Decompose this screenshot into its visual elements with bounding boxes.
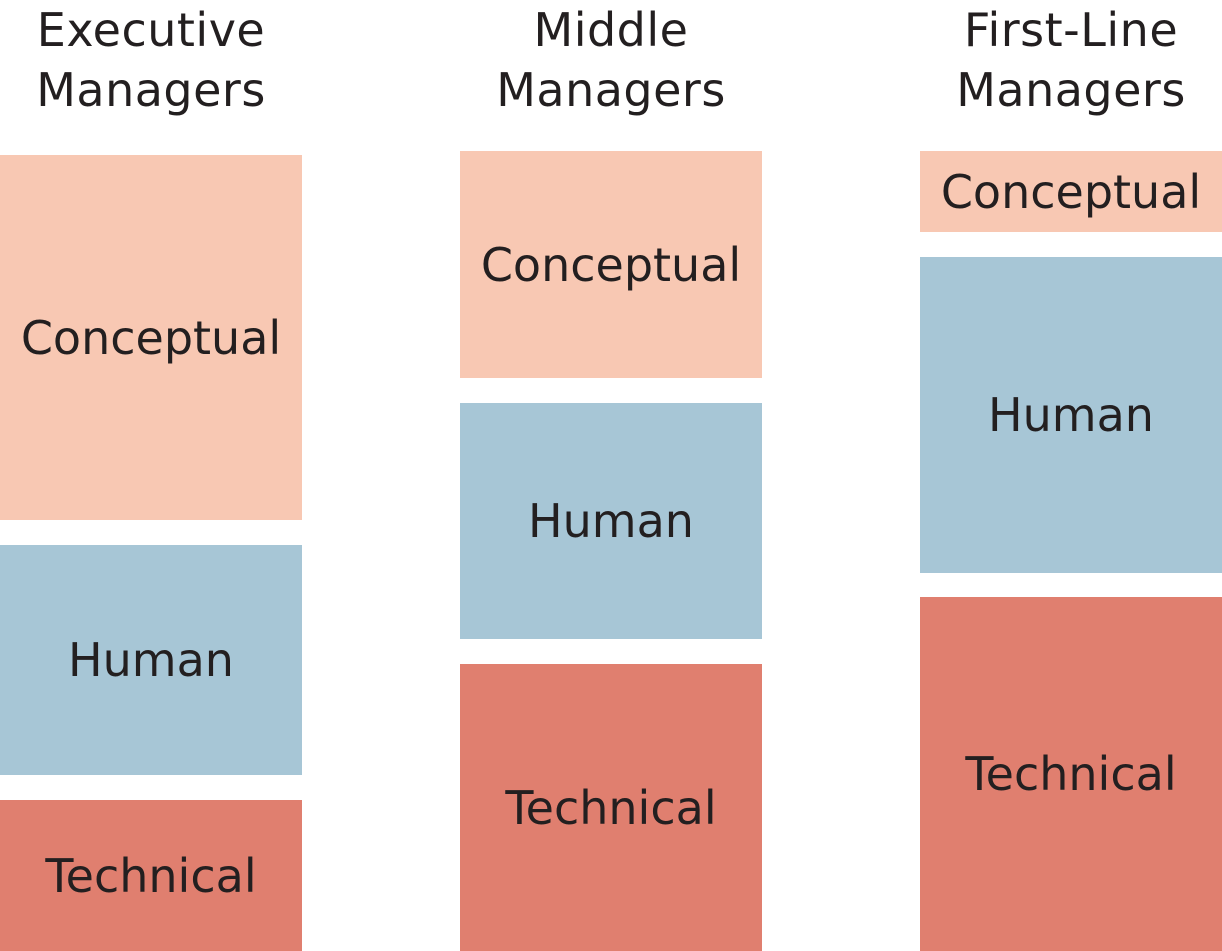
column-title-executive-managers: Executive Managers — [0, 0, 302, 120]
technical-label: Technical — [505, 780, 717, 835]
column-title-line-1: Middle — [533, 3, 689, 57]
technical-skills-block: Technical — [460, 664, 762, 951]
conceptual-skills-block: Conceptual — [0, 155, 302, 520]
human-label: Human — [528, 494, 694, 548]
conceptual-skills-block: Conceptual — [460, 151, 762, 378]
column-first-line-managers: First-Line Managers Conceptual Human Tec… — [920, 0, 1222, 951]
human-skills-block: Human — [460, 403, 762, 639]
column-title-middle-managers: Middle Managers — [460, 0, 762, 120]
conceptual-label: Conceptual — [480, 237, 742, 292]
column-executive-managers: Executive Managers Conceptual Human Tech… — [0, 0, 302, 951]
conceptual-skills-block: Conceptual — [920, 151, 1222, 232]
technical-skills-block: Technical — [0, 800, 302, 951]
conceptual-label: Conceptual — [20, 310, 282, 365]
technical-skills-block: Technical — [920, 597, 1222, 951]
column-title-line-2: Managers — [496, 63, 726, 117]
column-title-line-2: Managers — [36, 63, 266, 117]
column-title-line-1: Executive — [36, 3, 266, 57]
column-title-line-1: First-Line — [963, 3, 1179, 57]
human-label: Human — [988, 388, 1154, 442]
conceptual-label: Conceptual — [940, 164, 1202, 219]
column-title-line-2: Managers — [956, 63, 1186, 117]
human-label: Human — [68, 633, 234, 687]
human-skills-block: Human — [920, 257, 1222, 573]
column-middle-managers: Middle Managers Conceptual Human Technic… — [460, 0, 762, 951]
column-title-first-line-managers: First-Line Managers — [920, 0, 1222, 120]
technical-label: Technical — [965, 747, 1177, 801]
technical-label: Technical — [45, 848, 257, 903]
human-skills-block: Human — [0, 545, 302, 775]
